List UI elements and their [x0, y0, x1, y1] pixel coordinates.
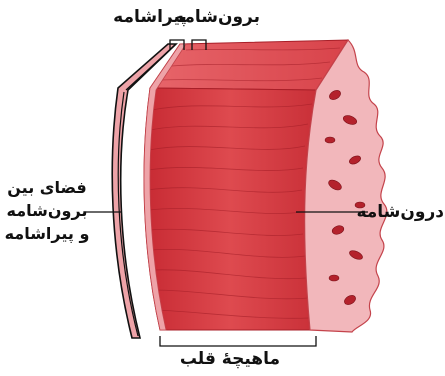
pericardial-space-label-line-3: و پیراشامه — [2, 222, 92, 245]
pericardial-space-label-line-2: برون‌شامه — [2, 199, 92, 222]
endocardium-label: درون‌شامه — [368, 201, 444, 223]
myocardium-label: ماهیچهٔ قلب — [190, 348, 280, 370]
myocardium-bracket — [160, 336, 316, 346]
pericardial-space-label-line-1: فضای بین — [2, 176, 92, 199]
epicardium-label: برون‌شامه — [188, 6, 260, 28]
myocardium-front-face — [144, 88, 316, 330]
pericardial-space-label: فضای بین برون‌شامه و پیراشامه — [2, 176, 92, 245]
